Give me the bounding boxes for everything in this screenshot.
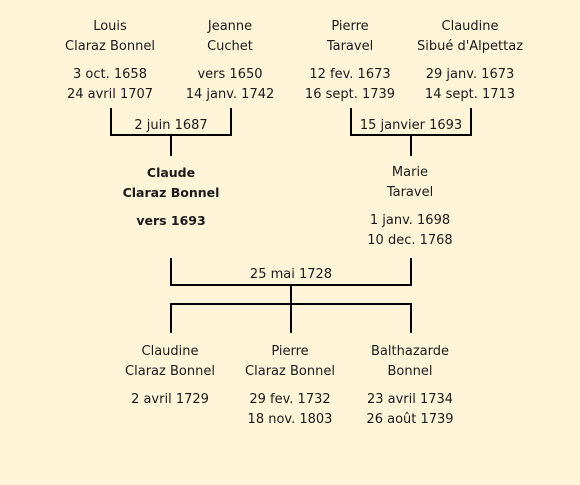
person-birth-date: 29 janv. 1673 bbox=[425, 67, 515, 82]
person-death-date: 26 août 1739 bbox=[366, 412, 454, 427]
person-first-name: Louis bbox=[93, 19, 127, 34]
person-marie-taravel: Marie Taravel 1 janv. 1698 10 dec. 1768 bbox=[335, 163, 485, 251]
person-death-date: 10 dec. 1768 bbox=[367, 233, 453, 248]
marriage-date-parents: 25 mai 1728 bbox=[249, 267, 333, 282]
person-last-name: Claraz Bonnel bbox=[122, 185, 220, 200]
person-pierre-taravel: Pierre Taravel 12 fev. 1673 16 sept. 173… bbox=[275, 17, 425, 105]
person-first-name: Jeanne bbox=[207, 19, 253, 34]
person-first-name: Claude bbox=[146, 165, 196, 180]
person-death-date: 14 janv. 1742 bbox=[185, 87, 275, 102]
marriage-date-maternal: 15 janvier 1693 bbox=[359, 118, 463, 133]
person-claude-claraz-bonnel: Claude Claraz Bonnel vers 1693 bbox=[96, 163, 246, 231]
person-death-date: 18 nov. 1803 bbox=[247, 412, 333, 427]
person-birth-date: 2 avril 1729 bbox=[131, 392, 209, 407]
person-birth-date: 3 oct. 1658 bbox=[73, 67, 147, 82]
person-birth-date: 12 fev. 1673 bbox=[309, 67, 391, 82]
person-balthazarde-bonnel: Balthazarde Bonnel 23 avril 1734 26 août… bbox=[335, 342, 485, 430]
person-birth-date: 29 fev. 1732 bbox=[249, 392, 331, 407]
person-first-name: Pierre bbox=[331, 19, 369, 34]
person-last-name: Bonnel bbox=[387, 364, 433, 379]
person-death-date: 14 sept. 1713 bbox=[424, 87, 516, 102]
person-last-name: Claraz Bonnel bbox=[245, 364, 335, 379]
person-death-date: 16 sept. 1739 bbox=[304, 87, 396, 102]
person-birth-date: 1 janv. 1698 bbox=[369, 213, 451, 228]
person-pierre-claraz-bonnel: Pierre Claraz Bonnel 29 fev. 1732 18 nov… bbox=[215, 342, 365, 430]
person-first-name: Pierre bbox=[271, 344, 309, 359]
person-last-name: Taravel bbox=[326, 39, 374, 54]
person-last-name: Claraz Bonnel bbox=[65, 39, 155, 54]
person-last-name: Sibué d'Alpettaz bbox=[416, 39, 524, 54]
person-last-name: Claraz Bonnel bbox=[125, 364, 215, 379]
marriage-date-paternal: 2 juin 1687 bbox=[134, 118, 208, 133]
person-first-name: Marie bbox=[391, 165, 429, 180]
person-louis-claraz-bonnel: Louis Claraz Bonnel 3 oct. 1658 24 avril… bbox=[35, 17, 185, 105]
person-birth-date: vers 1693 bbox=[136, 213, 206, 228]
person-birth-date: 23 avril 1734 bbox=[366, 392, 454, 407]
person-claudine-claraz-bonnel: Claudine Claraz Bonnel 2 avril 1729 bbox=[95, 342, 245, 410]
person-birth-date: vers 1650 bbox=[197, 67, 263, 82]
person-last-name: Taravel bbox=[386, 185, 434, 200]
person-first-name: Balthazarde bbox=[371, 344, 449, 359]
person-claudine-sibue-d-alpettaz: Claudine Sibué d'Alpettaz 29 janv. 1673 … bbox=[395, 17, 545, 105]
person-death-date: 24 avril 1707 bbox=[66, 87, 154, 102]
person-last-name: Cuchet bbox=[207, 39, 253, 54]
person-first-name: Claudine bbox=[441, 19, 499, 34]
person-jeanne-cuchet: Jeanne Cuchet vers 1650 14 janv. 1742 bbox=[155, 17, 305, 105]
person-first-name: Claudine bbox=[141, 344, 199, 359]
